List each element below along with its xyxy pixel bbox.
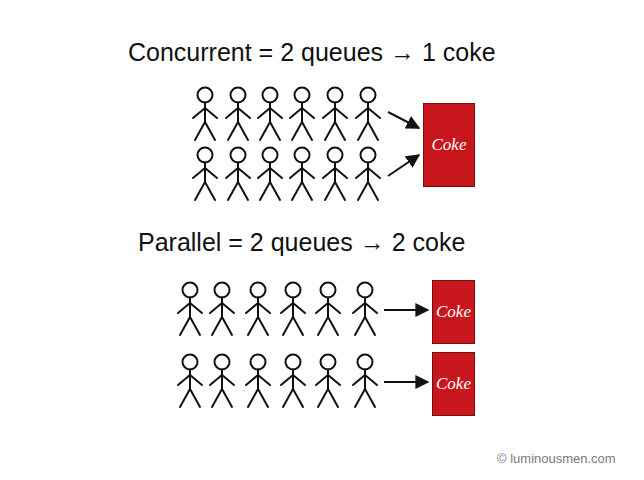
stick-figure — [226, 88, 250, 141]
stick-figure — [226, 148, 250, 201]
coke-label: Coke — [436, 303, 471, 322]
stick-figure — [258, 148, 282, 201]
queue-arrow — [384, 309, 428, 311]
stick-figure — [193, 148, 217, 201]
queue-arrow — [388, 155, 419, 176]
queue-row — [193, 88, 380, 141]
stick-figure — [281, 283, 305, 336]
queue-arrow — [384, 381, 428, 383]
stick-figure — [356, 148, 380, 201]
section-heading: Parallel = 2 queues → 2 coke — [138, 228, 465, 257]
stick-figure — [210, 355, 234, 408]
queue-row — [178, 283, 377, 336]
queue-arrow — [388, 112, 419, 128]
stick-figure — [316, 355, 340, 408]
stick-figure — [316, 283, 340, 336]
stick-figure — [258, 88, 282, 141]
coke-label: Coke — [436, 375, 471, 394]
coke-machine: Coke — [423, 103, 475, 187]
stick-figure — [210, 283, 234, 336]
stick-figure — [323, 148, 347, 201]
stick-figure — [246, 355, 270, 408]
coke-machine: Coke — [432, 352, 475, 416]
stick-figure — [290, 148, 314, 201]
stick-figure — [353, 355, 377, 408]
coke-machine: Coke — [432, 280, 475, 344]
stick-figure — [290, 88, 314, 141]
stick-figure — [323, 88, 347, 141]
coke-label: Coke — [432, 136, 467, 155]
stick-figure — [353, 283, 377, 336]
watermark: © luminousmen.com — [497, 452, 616, 467]
queue-row — [193, 148, 380, 201]
stick-figure — [178, 283, 202, 336]
section-heading: Concurrent = 2 queues → 1 coke — [128, 38, 496, 67]
stick-figure — [193, 88, 217, 141]
stick-figure — [356, 88, 380, 141]
stick-figure — [246, 283, 270, 336]
stick-figure — [281, 355, 305, 408]
queue-row — [178, 355, 377, 408]
stick-figure — [178, 355, 202, 408]
